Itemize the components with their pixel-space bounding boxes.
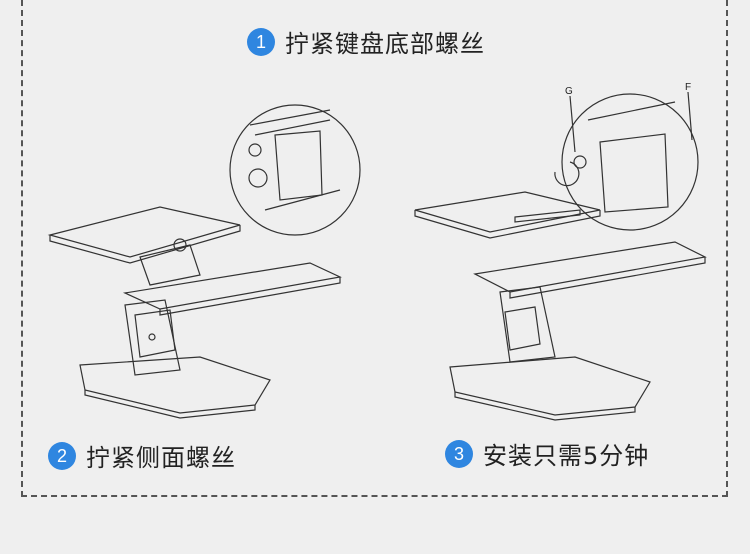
step-3: 3 安装只需5分钟 [445,436,649,471]
left-desk-illustration [47,104,361,419]
callout-f: F [685,82,691,93]
step-2-text: 拧紧侧面螺丝 [86,444,236,472]
callout-g: G [565,86,573,97]
step-1-badge: 1 [247,27,275,56]
step-1: 1 拧紧键盘底部螺丝 [247,24,485,59]
dashed-frame [21,0,728,497]
step-1-text: 拧紧键盘底部螺丝 [285,30,485,58]
step-2-badge: 2 [48,441,76,470]
step-3-text: 安装只需5分钟 [483,442,650,470]
step-2: 2 拧紧侧面螺丝 [48,438,236,473]
step-3-badge: 3 [445,439,473,468]
right-desk-illustration: G F [414,82,707,421]
